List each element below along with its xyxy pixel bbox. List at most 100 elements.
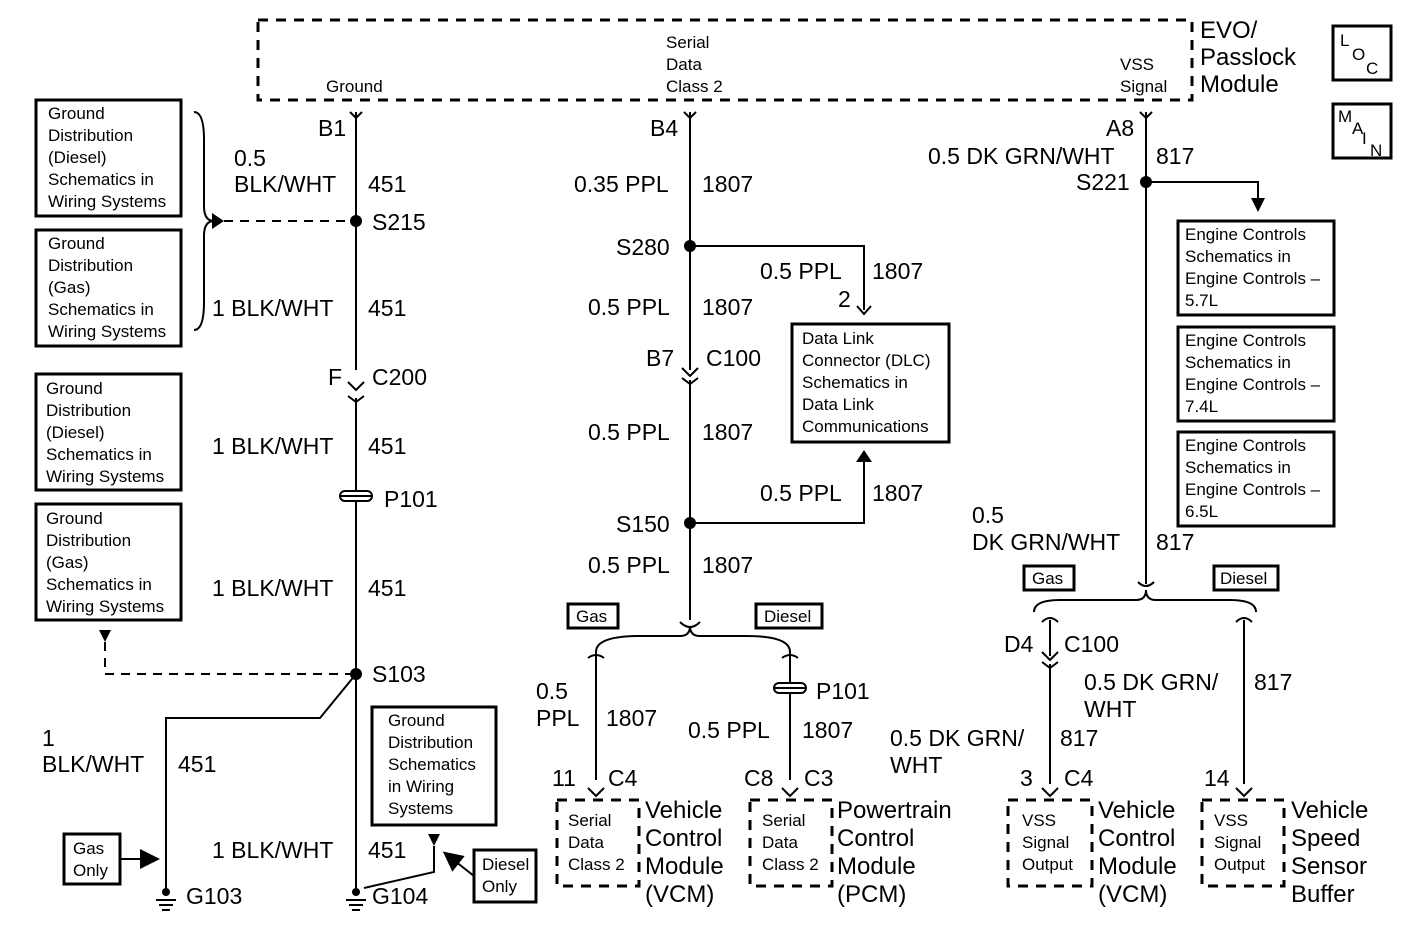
dashed-link-s103 xyxy=(104,642,350,675)
wire-dlc: 0.5 PPL xyxy=(760,258,842,284)
ref-box-ground-diesel-1[interactable]: Ground Distribution (Diesel) Schematics … xyxy=(34,98,183,218)
svg-text:Module: Module xyxy=(837,853,916,880)
svg-text:Output: Output xyxy=(1022,855,1073,874)
p101-passthrough-serial xyxy=(773,682,807,694)
wire-05-ppl-b: 0.5 PPL xyxy=(588,294,670,320)
pcm-connector-c3: C3 xyxy=(804,765,833,791)
ref-box-engine-65l[interactable]: Engine Controls Schematics in Engine Con… xyxy=(1176,430,1336,528)
svg-text:Gas: Gas xyxy=(1032,569,1063,588)
circuit-1807-b: 1807 xyxy=(702,294,753,320)
svg-text:(VCM): (VCM) xyxy=(1098,881,1167,908)
connector-c100-vss: C100 xyxy=(1064,631,1119,657)
tag-gas-vss: Gas xyxy=(1022,564,1076,592)
module-name-line3: Module xyxy=(1200,71,1279,98)
pin-vss-label-2: Signal xyxy=(1120,77,1167,96)
pin-b4: B4 xyxy=(650,115,678,141)
loc-icon[interactable]: L O C xyxy=(1331,24,1393,82)
wire-vcm-size: 0.5 xyxy=(536,678,568,704)
wire-label-c: 1 BLK/WHT xyxy=(212,433,333,459)
ref-box-ground-diesel-2[interactable]: Ground Distribution (Diesel) Schematics … xyxy=(34,372,183,492)
svg-text:Speed: Speed xyxy=(1291,825,1360,852)
module-name-line1: EVO/ xyxy=(1200,17,1258,44)
wire-035-ppl: 0.35 PPL xyxy=(574,171,669,197)
circuit-817-a: 817 xyxy=(1156,143,1194,169)
svg-text:Serial: Serial xyxy=(762,811,805,830)
circuit-817-buf: 817 xyxy=(1254,669,1292,695)
svg-text:Wiring Systems: Wiring Systems xyxy=(48,322,166,341)
svg-text:Systems: Systems xyxy=(388,799,453,818)
wire-05-ppl-d: 0.5 PPL xyxy=(588,552,670,578)
circuit-1807-s150: 1807 xyxy=(872,480,923,506)
svg-text:C: C xyxy=(1366,59,1378,78)
svg-text:(VCM): (VCM) xyxy=(645,881,714,908)
tag-diesel-serial: Diesel xyxy=(754,602,824,630)
pin-b7: B7 xyxy=(646,345,674,371)
svg-text:Communications: Communications xyxy=(802,417,929,436)
pcm-pin-c8: C8 xyxy=(744,765,773,791)
svg-text:Distribution: Distribution xyxy=(48,256,133,275)
svg-text:Ground: Ground xyxy=(46,509,103,528)
wire-05-ppl-c: 0.5 PPL xyxy=(588,419,670,445)
evo-passlock-module-box xyxy=(256,18,1194,102)
brace-s215 xyxy=(193,111,215,331)
ground-symbol-g104 xyxy=(346,888,366,911)
svg-text:Schematics in: Schematics in xyxy=(46,575,152,594)
svg-text:N: N xyxy=(1370,141,1382,160)
circuit-451-d: 451 xyxy=(368,575,406,601)
wire-vcm-color: PPL xyxy=(536,705,580,731)
ref-box-dlc[interactable]: Data Link Connector (DLC) Schematics in … xyxy=(790,322,951,444)
svg-text:Schematics in: Schematics in xyxy=(1185,458,1291,477)
svg-text:Signal: Signal xyxy=(1214,833,1261,852)
circuit-451-b: 451 xyxy=(368,295,406,321)
svg-text:Distribution: Distribution xyxy=(388,733,473,752)
svg-text:(Gas): (Gas) xyxy=(46,553,89,572)
svg-text:Engine Controls: Engine Controls xyxy=(1185,436,1306,455)
tag-diesel-vss: Diesel xyxy=(1212,564,1280,592)
svg-text:Control: Control xyxy=(1098,825,1175,852)
svg-text:Powertrain: Powertrain xyxy=(837,797,952,824)
svg-text:Engine Controls –: Engine Controls – xyxy=(1185,375,1321,394)
connector-c200: C200 xyxy=(372,364,427,390)
tag-gas-only: Gas Only xyxy=(62,832,122,886)
svg-text:Ground: Ground xyxy=(388,711,445,730)
circuit-1807-d: 1807 xyxy=(702,552,753,578)
main-icon[interactable]: M A I N xyxy=(1331,102,1393,160)
ref-box-ground-gas-2[interactable]: Ground Distribution (Gas) Schematics in … xyxy=(34,502,183,622)
vcm-pin-11: 11 xyxy=(552,765,576,791)
svg-text:VSS: VSS xyxy=(1022,811,1056,830)
svg-text:Schematics in: Schematics in xyxy=(48,170,154,189)
wire-size-0-5: 0.5 xyxy=(234,145,266,171)
wire-label-d: 1 BLK/WHT xyxy=(212,575,333,601)
ref-box-engine-57l[interactable]: Engine Controls Schematics in Engine Con… xyxy=(1176,219,1336,317)
component-vcm-vss: VSS Signal Output Vehicle Control Module… xyxy=(1006,797,1177,908)
ref-box-engine-74l[interactable]: Engine Controls Schematics in Engine Con… xyxy=(1176,325,1336,423)
ref-box-ground-distribution[interactable]: Ground Distribution Schematics in Wiring… xyxy=(370,705,498,827)
splice-label-s103: S103 xyxy=(372,661,426,687)
circuit-817-b: 817 xyxy=(1156,529,1194,555)
svg-text:Data Link: Data Link xyxy=(802,329,874,348)
svg-text:Gas: Gas xyxy=(73,839,104,858)
module-name-line2: Passlock xyxy=(1200,44,1297,71)
svg-text:Output: Output xyxy=(1214,855,1265,874)
svg-text:Data: Data xyxy=(762,833,798,852)
circuit-817-vcm: 817 xyxy=(1060,725,1098,751)
svg-text:(PCM): (PCM) xyxy=(837,881,906,908)
svg-text:Only: Only xyxy=(73,861,108,880)
ref-box-ground-gas-1[interactable]: Ground Distribution (Gas) Schematics in … xyxy=(34,228,183,348)
svg-text:Data Link: Data Link xyxy=(802,395,874,414)
svg-text:Schematics in: Schematics in xyxy=(802,373,908,392)
svg-text:Class 2: Class 2 xyxy=(762,855,819,874)
svg-text:7.4L: 7.4L xyxy=(1185,397,1218,416)
splice-label-s280: S280 xyxy=(616,234,670,260)
passthrough-p101-a: P101 xyxy=(384,486,438,512)
wire-color-blk-wht: BLK/WHT xyxy=(234,171,336,197)
svg-text:Vehicle: Vehicle xyxy=(645,797,722,824)
svg-text:in Wiring: in Wiring xyxy=(388,777,454,796)
svg-text:Control: Control xyxy=(837,825,914,852)
svg-text:Signal: Signal xyxy=(1022,833,1069,852)
svg-text:I: I xyxy=(1362,129,1367,148)
component-pcm: Serial Data Class 2 Powertrain Control M… xyxy=(748,797,952,908)
wire-label-b: 1 BLK/WHT xyxy=(212,295,333,321)
